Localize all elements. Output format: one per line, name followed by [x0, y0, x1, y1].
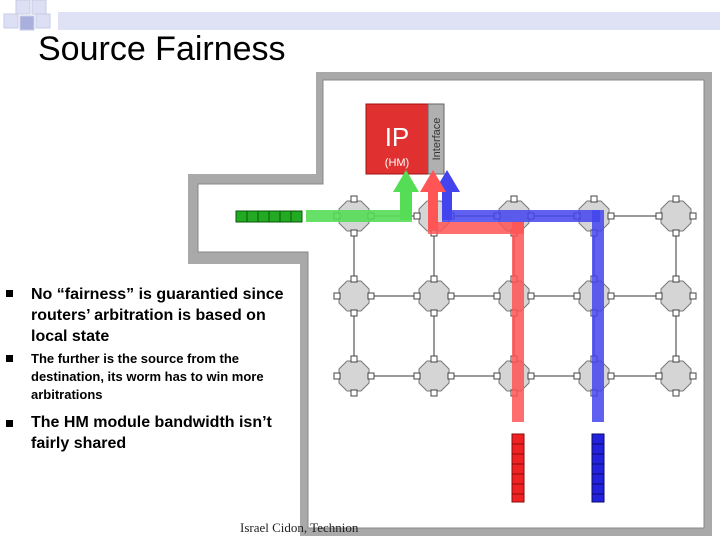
bullet-square-icon: [6, 290, 13, 297]
bullet-text: The further is the source from the desti…: [31, 351, 264, 402]
ip-label: IP: [385, 122, 410, 152]
green-worm: [306, 170, 419, 222]
red-source-flits: [511, 433, 525, 503]
blue-source-flits: [591, 433, 605, 503]
title-decoration: [3, 0, 720, 31]
interface-label: Interface: [431, 118, 443, 161]
bullet-square-icon: [6, 355, 13, 362]
footer-credit: Israel Cidon, Technion: [240, 520, 359, 535]
page-title: Source Fairness: [38, 30, 286, 68]
bullet-square-icon: [6, 420, 13, 427]
blue-worm: [434, 170, 604, 422]
interface-bar: [427, 103, 445, 175]
bullet-text: No “fairness” is guarantied since router…: [31, 286, 284, 345]
ip-sublabel: (HM): [385, 157, 409, 169]
red-worm: [420, 170, 524, 422]
bullet-text: The HM module bandwidth isn’t fairly sha…: [31, 414, 272, 452]
green-source-flits: [235, 210, 303, 223]
